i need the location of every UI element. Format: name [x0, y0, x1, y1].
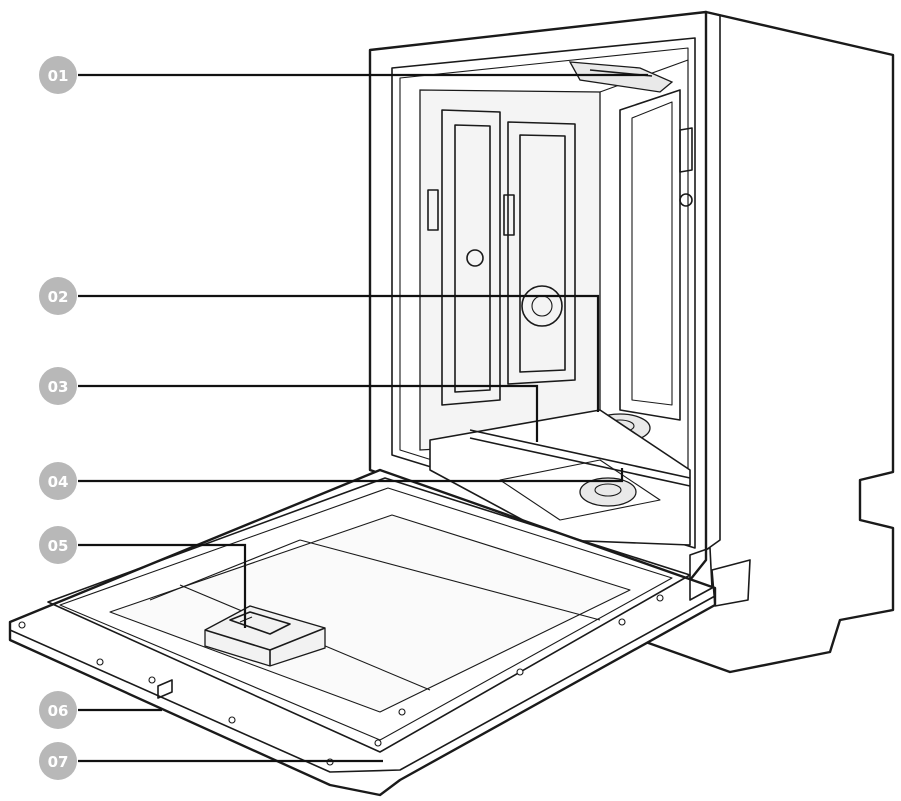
callout-05: 05: [39, 526, 77, 564]
leader-line-04: [78, 468, 624, 483]
callout-02: 02: [39, 277, 77, 315]
callout-07: 07: [39, 742, 77, 780]
tub-floor: [429, 409, 691, 546]
leader-lines: [78, 73, 648, 763]
callout-label: 06: [48, 702, 69, 720]
callout-06: 06: [39, 691, 77, 729]
leader-line-02: [78, 294, 600, 412]
callout-label: 03: [48, 378, 69, 396]
callout-label: 02: [48, 288, 69, 306]
callout-label: 07: [48, 753, 69, 771]
leader-line-03: [78, 384, 539, 442]
dishwasher-door: [8, 468, 751, 797]
detergent-dispenser: [204, 605, 326, 667]
callout-04: 04: [39, 462, 77, 500]
callout-01: 01: [39, 56, 77, 94]
callout-label: 01: [48, 67, 69, 85]
leader-line-05: [78, 543, 247, 628]
callout-label: 04: [48, 473, 69, 491]
callout-label: 05: [48, 537, 69, 555]
callout-03: 03: [39, 367, 77, 405]
